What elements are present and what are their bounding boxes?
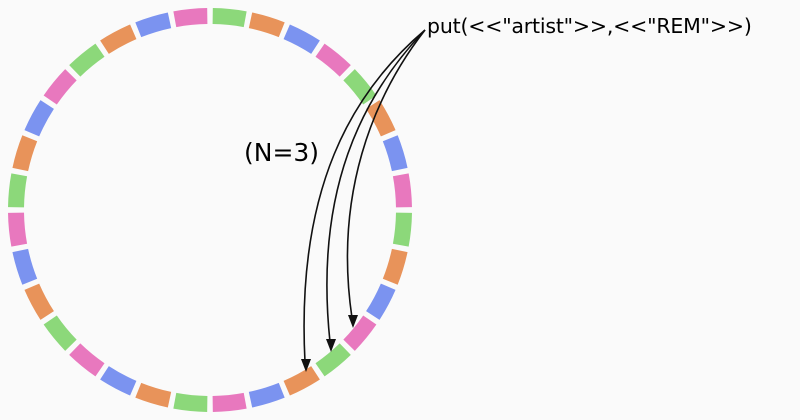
ring-segment (173, 8, 208, 28)
ring-segment (100, 24, 137, 54)
ring-segment (24, 100, 54, 137)
ring-segment (315, 343, 351, 377)
ring-segment (173, 392, 208, 412)
arrow-to-orange-segment-head (301, 359, 311, 372)
ring-segment (69, 343, 105, 377)
arrow-to-orange-segment (303, 29, 426, 363)
ring-segment (135, 382, 172, 408)
ring-segment (382, 135, 408, 172)
ring-segment (248, 382, 285, 408)
ring-segment (8, 212, 28, 247)
ring-segment (382, 248, 408, 285)
ring-segment (248, 12, 285, 38)
ring-segment (366, 100, 396, 137)
ring-segment (315, 43, 351, 77)
ring-segment (283, 24, 320, 54)
ring-segment (24, 283, 54, 320)
ring-segment (212, 8, 247, 28)
ring-segment (366, 283, 396, 320)
arrow-to-green-segment-head (326, 339, 336, 352)
ring-segment (8, 173, 28, 208)
ring-segment-group (8, 8, 412, 412)
ring-segment (392, 212, 412, 247)
arrow-to-pink-segment-head (348, 315, 358, 328)
ring-segment (100, 366, 137, 396)
ring-segment (43, 315, 77, 351)
arrow-to-green-segment (326, 29, 426, 343)
ring-segment (283, 366, 320, 396)
ring-segment (343, 315, 377, 351)
arrow-group (301, 29, 426, 372)
ring-segment (43, 69, 77, 105)
ring-segment (12, 135, 38, 172)
arrow-to-pink-segment (346, 29, 426, 319)
ring-segment (135, 12, 172, 38)
ring-segment (212, 392, 247, 412)
ring-segment (343, 69, 377, 105)
ring-segment (69, 43, 105, 77)
put-call-annotation: put(<<"artist">>,<<"REM">>) (427, 14, 752, 38)
ring-segment (392, 173, 412, 208)
ring-segment (12, 248, 38, 285)
replication-factor-annotation: (N=3) (244, 138, 320, 167)
